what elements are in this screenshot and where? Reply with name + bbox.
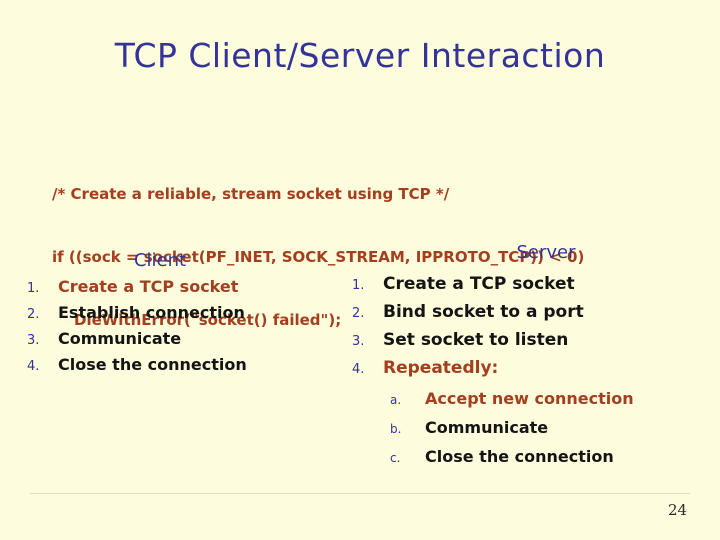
server-item-1: 1. Create a TCP socket [345,270,685,298]
server-item-3-text: Set socket to listen [383,330,569,350]
footer-divider [30,493,690,494]
slide-title: TCP Client/Server Interaction [114,36,606,75]
server-item-2-marker: 2. [352,306,365,321]
client-item-3-text: Communicate [58,329,182,348]
client-item-1-marker: 1. [27,281,40,296]
server-subitem-b-marker: b. [390,422,402,436]
client-item-1-text: Create a TCP socket [58,277,239,296]
server-item-4: 4. Repeatedly: [345,354,685,382]
server-item-2-text: Bind socket to a port [383,302,584,322]
server-subitem-a-text: Accept new connection [425,389,634,408]
server-subitem-c-text: Close the connection [425,447,614,466]
client-item-2-marker: 2. [27,307,40,322]
client-item-4-marker: 4. [27,359,40,374]
server-item-1-marker: 1. [352,278,365,293]
server-subitem-a-marker: a. [390,393,402,407]
server-subitem-b: b. Communicate [345,413,685,442]
code-line-if: if ((sock = socket(PF_INET, SOCK_STREAM,… [52,248,585,266]
client-item-2-text: Establish connection [58,303,245,322]
client-item-1: 1. Create a TCP socket [20,274,320,300]
code-line-error: DieWithError("socket() failed"); [74,311,342,329]
client-item-4-text: Close the connection [58,355,247,374]
server-item-3-marker: 3. [352,334,365,349]
server-column: Server 1. Create a TCP socket 2. Bind so… [345,240,685,471]
server-item-3: 3. Set socket to listen [345,326,685,354]
client-column: Client 1. Create a TCP socket 2. Establi… [20,248,320,378]
server-subitem-c-marker: c. [390,451,401,465]
server-subitem-b-text: Communicate [425,418,549,437]
server-subitem-a: a. Accept new connection [345,384,685,413]
server-heading: Server [516,242,576,263]
server-item-1-text: Create a TCP socket [383,274,575,294]
client-item-2: 2. Establish connection [20,300,320,326]
server-subitem-c: c. Close the connection [345,442,685,471]
client-item-3-marker: 3. [27,333,40,348]
server-item-4-text: Repeatedly: [383,358,499,378]
server-item-2: 2. Bind socket to a port [345,298,685,326]
server-sublist: a. Accept new connection b. Communicate … [345,384,685,471]
code-line-comment: /* Create a reliable, stream socket usin… [52,185,450,203]
client-item-4: 4. Close the connection [20,352,320,378]
page-number: 24 [668,501,688,519]
server-item-4-marker: 4. [352,362,365,377]
client-item-3: 3. Communicate [20,326,320,352]
code-block: /* Create a reliable, stream socket usin… [52,142,584,373]
client-heading: Client [133,250,187,271]
